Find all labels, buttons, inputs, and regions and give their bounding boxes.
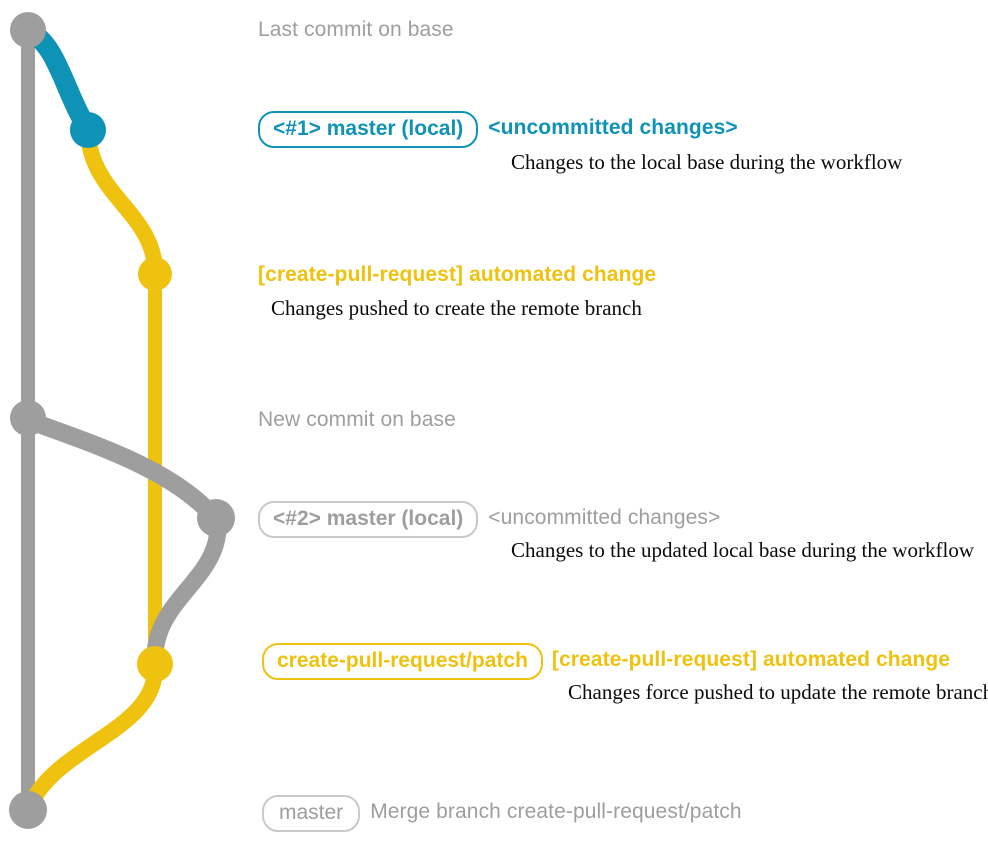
gray-branch-line-to-patch	[146, 515, 227, 671]
description-local-master-2: Changes to the updated local base during…	[511, 538, 975, 562]
badge-local-master-2[interactable]: <#2> master (local)	[258, 501, 479, 538]
commit-node-merge-commit[interactable]	[9, 791, 47, 829]
commit-node-last-commit-on-base[interactable]	[10, 12, 46, 48]
description-automated-change-2: Changes force pushed to update the remot…	[568, 680, 988, 704]
headline-last-commit-on-base: Last commit on base	[258, 18, 454, 41]
badge-master[interactable]: master	[262, 795, 361, 832]
commit-node-automated-change-1[interactable]	[138, 257, 172, 291]
gray-branch-line-to-local2	[19, 411, 224, 527]
commit-node-local-master-1[interactable]	[70, 112, 106, 148]
badge-local-master-1[interactable]: <#1> master (local)	[258, 111, 479, 148]
headline-automated-change-2: [create-pull-request] automated change	[551, 648, 951, 671]
headline-uncommitted-changes-2: <uncommitted changes>	[488, 506, 721, 529]
headline-automated-change-1: [create-pull-request] automated change	[258, 263, 657, 286]
commit-node-new-commit-on-base[interactable]	[10, 400, 46, 436]
yellow-merge-line	[22, 660, 164, 814]
row-local-master-1: <#1> master (local) <uncommitted changes…	[258, 111, 738, 148]
description-automated-change-1: Changes pushed to create the remote bran…	[271, 296, 642, 320]
commit-node-local-master-2[interactable]	[197, 499, 235, 537]
headline-merge-commit: Merge branch create-pull-request/patch	[370, 800, 742, 823]
row-last-commit-on-base: Last commit on base	[258, 18, 454, 42]
row-automated-change-1: [create-pull-request] automated change	[258, 263, 656, 287]
row-local-master-2: <#2> master (local) <uncommitted changes…	[258, 501, 720, 538]
headline-new-commit-on-base: New commit on base	[258, 408, 456, 431]
row-new-commit-on-base: New commit on base	[258, 408, 456, 432]
headline-uncommitted-changes-1: <uncommitted changes>	[488, 116, 738, 139]
row-automated-change-2: create-pull-request/patch [create-pull-r…	[262, 643, 950, 680]
row-merge-commit: master Merge branch create-pull-request/…	[262, 795, 742, 832]
description-local-master-1: Changes to the local base during the wor…	[511, 150, 903, 174]
commit-node-automated-change-2[interactable]	[137, 646, 173, 682]
badge-create-pull-request-patch[interactable]: create-pull-request/patch	[262, 643, 543, 680]
yellow-branch-line-upper	[80, 126, 163, 280]
